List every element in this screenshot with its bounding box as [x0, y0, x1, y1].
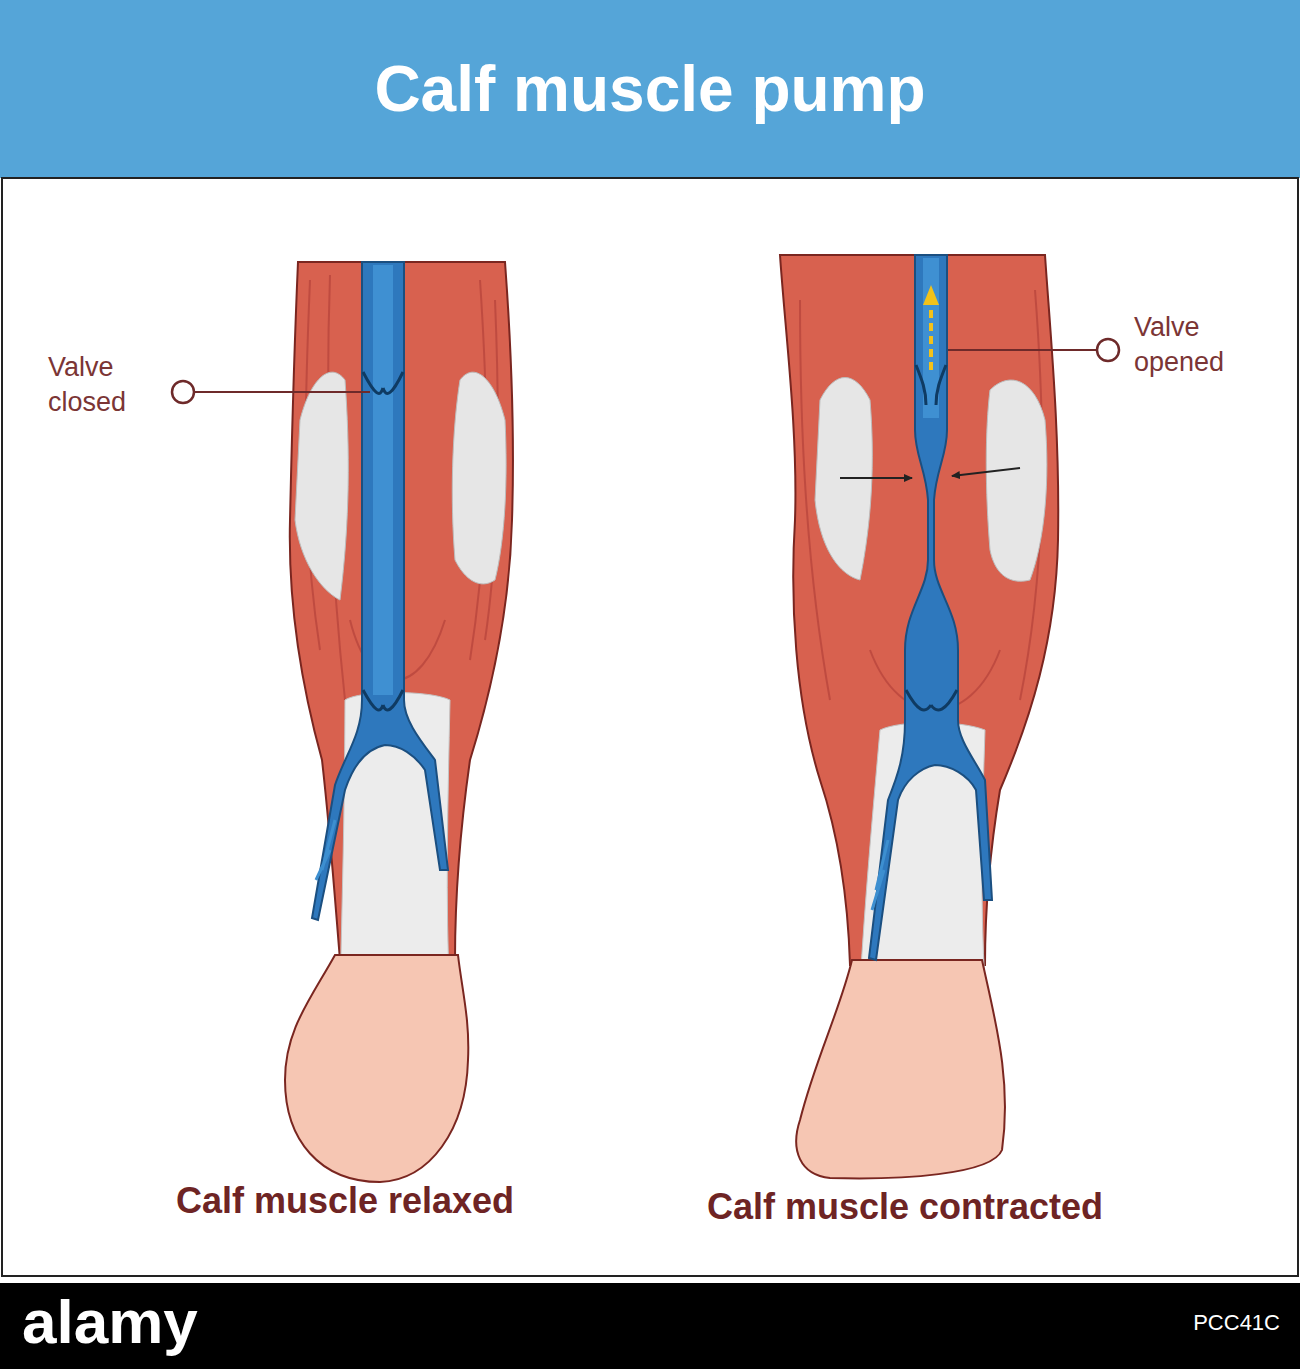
- heel: [796, 960, 1005, 1178]
- leader-line: [195, 391, 370, 393]
- aponeurosis: [452, 372, 506, 584]
- title-band: [0, 0, 1300, 178]
- aponeurosis: [986, 380, 1047, 581]
- relaxed-leg: [285, 262, 513, 1182]
- flow-arrowhead: [923, 285, 939, 305]
- watermark-logo: alamy: [22, 1288, 198, 1356]
- vein-branch: [316, 820, 335, 880]
- valve: [906, 690, 957, 710]
- leader-marker: [172, 381, 194, 403]
- vein: [312, 262, 448, 920]
- compression-arrow: [952, 468, 1020, 476]
- panel-caption: Calf muscle contracted: [590, 1186, 1220, 1228]
- valve-closed: [363, 372, 403, 393]
- image-id: PCC41C: [1150, 1310, 1280, 1336]
- vein-branch: [872, 840, 888, 910]
- footer-bar: [0, 1283, 1300, 1369]
- heel: [285, 955, 468, 1182]
- contracted-leg: [780, 255, 1058, 1178]
- aponeurosis: [295, 372, 348, 600]
- panel-frame: [2, 178, 1298, 1276]
- compression-arrow: [840, 477, 912, 479]
- valve: [363, 690, 403, 710]
- vein-highlight: [373, 265, 393, 695]
- panel-caption: Calf muscle relaxed: [60, 1180, 630, 1222]
- valve-label: Valve opened: [1134, 310, 1274, 380]
- vein: [869, 255, 992, 960]
- flow-arrow: [929, 300, 933, 370]
- valve-opened: [916, 365, 946, 405]
- leader-line: [948, 349, 1096, 351]
- leader-marker: [1097, 339, 1119, 361]
- title: Calf muscle pump: [0, 51, 1300, 128]
- valve-label: Valve closed: [48, 350, 160, 420]
